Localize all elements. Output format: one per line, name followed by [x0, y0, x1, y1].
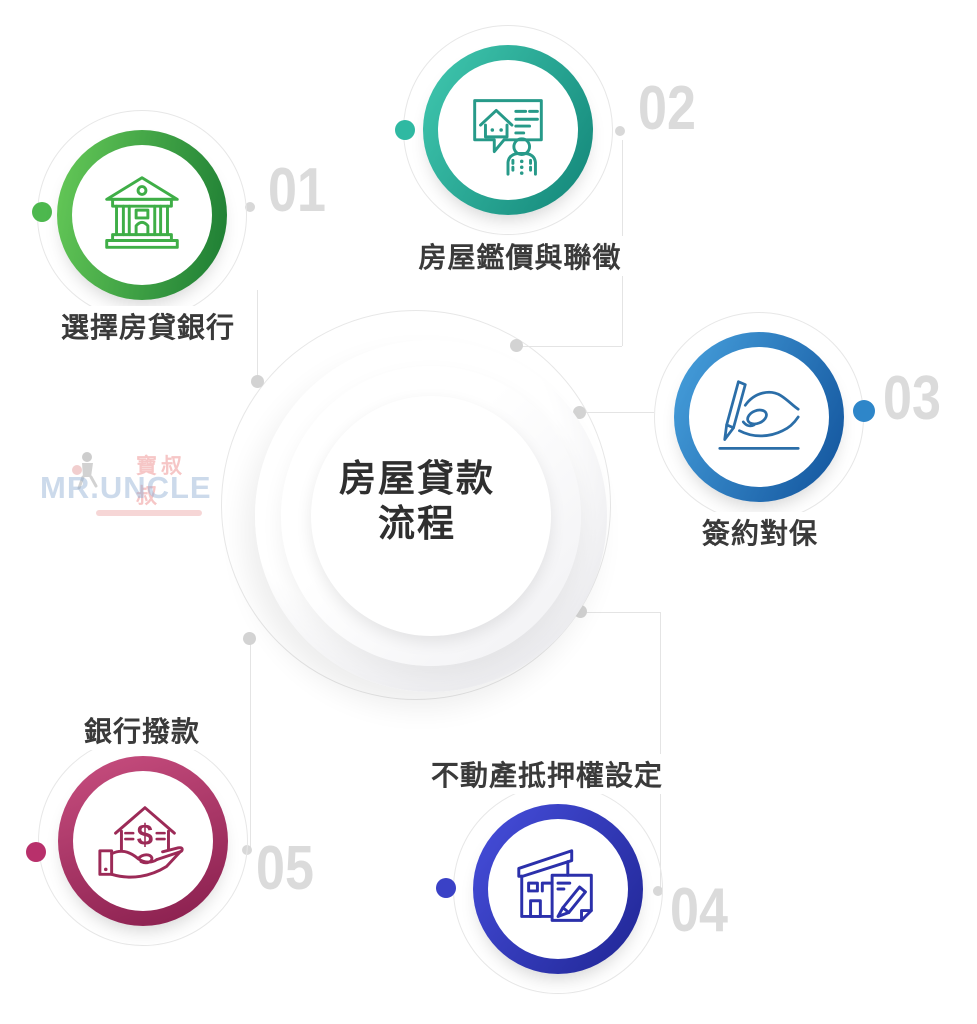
contract-signing-icon: [718, 380, 800, 450]
number-node-dot-step1: [245, 202, 255, 212]
connector-step3: [586, 412, 654, 413]
center-orbit-circle: [221, 310, 611, 700]
step3-accent-dot: [853, 400, 875, 422]
disbursement-hand-icon: $: [98, 806, 184, 879]
step2-number: 02: [638, 74, 696, 143]
center-node-dot-step1: [251, 375, 264, 388]
watermark-chinese-brand: 寶叔叔: [136, 455, 186, 508]
step1-number: 01: [268, 156, 326, 225]
step2-label: 房屋鑑價與聯徵: [413, 236, 627, 276]
connector-step2-horizontal: [517, 346, 622, 347]
step4-label: 不動產抵押權設定: [425, 754, 669, 794]
mortgage-registration-icon: [517, 849, 593, 922]
step4-accent-dot: [436, 878, 456, 898]
diagram-title: 房屋貸款 流程: [339, 456, 495, 546]
connector-step1: [257, 290, 258, 382]
step4-number: 04: [670, 876, 728, 945]
step3-circle: [674, 332, 844, 502]
step4-circle: [473, 804, 643, 974]
diagram-title-line1: 房屋貸款: [339, 458, 495, 499]
step1-label: 選擇房貸銀行: [55, 306, 241, 346]
connector-step4-horizontal: [581, 612, 660, 613]
step5-circle: $: [58, 756, 228, 926]
center-circle-inner: [311, 396, 551, 636]
center-node-dot-step5: [243, 632, 256, 645]
step5-number: 05: [256, 834, 314, 903]
step1-circle: [57, 130, 227, 300]
step3-label: 簽約對保: [696, 512, 824, 552]
step3-number: 03: [883, 364, 941, 433]
step2-circle: [423, 45, 593, 215]
diagram-title-line2: 流程: [378, 503, 456, 544]
svg-text:$: $: [137, 819, 153, 852]
appraisal-chat-icon: [473, 99, 543, 176]
bank-icon: [105, 176, 179, 249]
step1-accent-dot: [32, 202, 52, 222]
center-node-dot-step2: [510, 339, 523, 352]
watermark: 寶叔叔 MR.UNCLE: [40, 450, 212, 530]
connector-step5: [250, 639, 251, 849]
number-node-dot-step2: [615, 126, 625, 136]
step5-accent-dot: [26, 842, 46, 862]
watermark-mascot-icon: [72, 452, 98, 490]
step2-accent-dot: [395, 120, 415, 140]
watermark-brand: MR.UNCLE: [40, 470, 212, 505]
connector-step4-vertical: [660, 612, 661, 888]
step5-label: 銀行撥款: [78, 710, 206, 750]
watermark-tagline-bar: [96, 510, 202, 516]
